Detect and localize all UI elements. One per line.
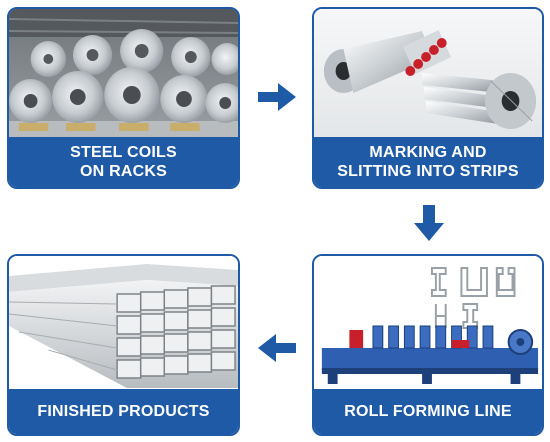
step-label-line: SLITTING INTO STRIPS [337,163,519,180]
steel-coils-image [9,9,238,141]
arrow-right-icon [258,83,296,111]
step-label-line: ROLL FORMING LINE [344,403,512,420]
slitting-image [314,9,542,141]
step-label-line: ON RACKS [80,163,167,180]
step-card-slitting: MARKING AND SLITTING INTO STRIPS [312,7,544,189]
finished-products-image [9,256,238,393]
step-label-line: FINISHED PRODUCTS [37,403,210,420]
step-label: MARKING AND SLITTING INTO STRIPS [314,137,542,187]
step-card-steel-coils: STEEL COILS ON RACKS [7,7,240,189]
arrow-left-icon [258,334,296,362]
step-card-finished-products: FINISHED PRODUCTS [7,254,240,436]
step-card-roll-forming: ROLL FORMING LINE [312,254,544,436]
arrow-down-icon [414,205,444,241]
step-label-line: STEEL COILS [70,144,177,161]
step-label: ROLL FORMING LINE [314,389,542,434]
step-label: FINISHED PRODUCTS [9,389,238,434]
roll-forming-image [314,256,542,393]
step-label-line: MARKING AND [369,144,487,161]
step-label: STEEL COILS ON RACKS [9,137,238,187]
